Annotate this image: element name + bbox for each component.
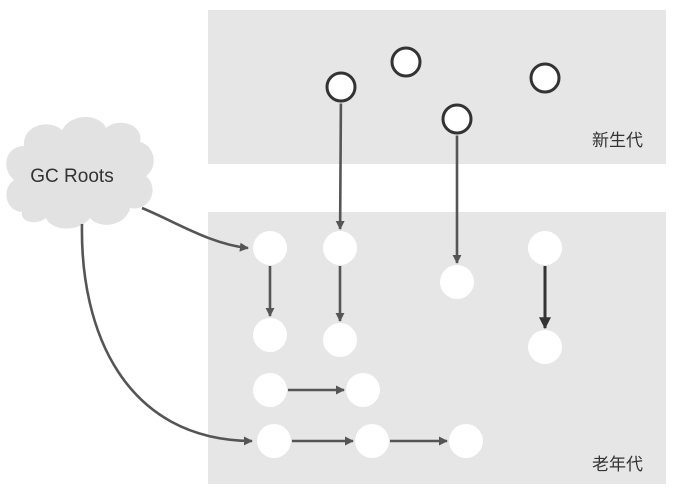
object-node-y2	[390, 46, 422, 78]
object-node-y1	[325, 71, 357, 103]
object-node-o5	[253, 318, 287, 352]
old-generation-label: 老年代	[592, 455, 643, 475]
reference-arrow-gc_roots-o1	[141, 206, 249, 252]
object-node-o12	[449, 424, 483, 458]
object-node-o8	[253, 373, 287, 407]
young-generation-region	[208, 10, 666, 164]
object-node-o1	[253, 231, 287, 265]
objects-layer	[253, 46, 562, 458]
object-node-o10	[257, 424, 291, 458]
gc-roots-cloud: GC Roots	[6, 117, 154, 229]
object-node-o11	[355, 424, 389, 458]
object-node-o3	[440, 265, 474, 299]
cloud-icon	[6, 117, 154, 229]
references-layer	[80, 103, 551, 446]
gc-roots-label: GC Roots	[30, 166, 113, 187]
object-node-y3	[529, 62, 561, 94]
reference-arrow-gc_roots-o10	[80, 223, 253, 446]
object-node-o9	[346, 373, 380, 407]
reference-arrow-y1-o2	[335, 103, 345, 230]
object-node-y4	[441, 103, 473, 135]
object-node-o7	[528, 330, 562, 364]
object-node-o4	[528, 231, 562, 265]
young-generation-label: 新生代	[592, 131, 643, 151]
object-node-o6	[323, 323, 357, 357]
object-node-o2	[323, 231, 357, 265]
